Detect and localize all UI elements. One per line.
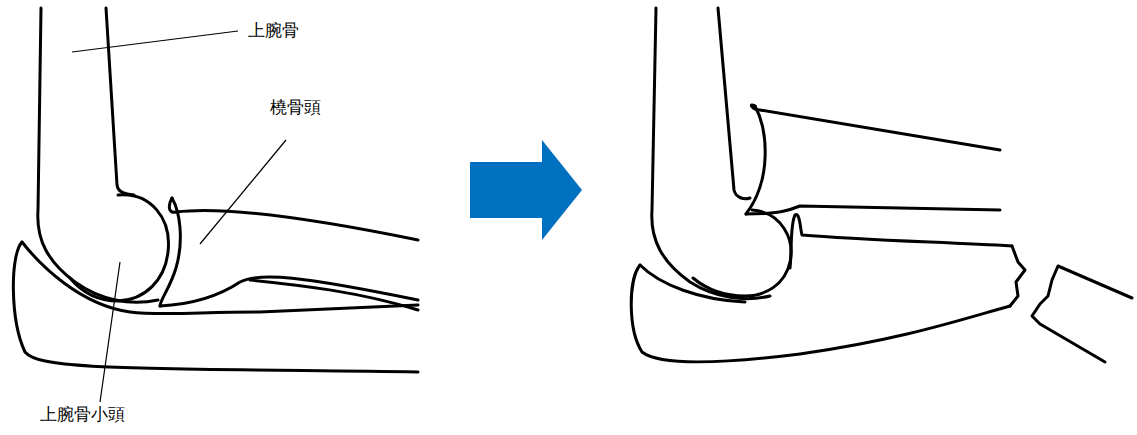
part-label: 橈骨頭 [270,97,321,117]
block-arrow [470,140,582,240]
humerus-shaft-edge [106,8,134,195]
distal-fragment [1032,266,1132,362]
leader-line [200,140,286,244]
radius-bottom-edge [250,280,418,310]
part-label: 上腕骨小頭 [40,404,125,424]
ulna-top-edge [22,242,418,314]
normal-elbow [13,8,418,402]
fracture-line [1010,246,1025,306]
humerus-outline [652,8,770,299]
leader-line [100,262,120,402]
part-label: 上腕骨 [248,20,299,40]
ulna-outline [631,265,1010,362]
coronoid-process [790,215,1012,268]
radius-bottom-edge [746,206,1000,214]
radial-head [160,198,180,306]
capitulum-outline [70,195,168,301]
radius-top-edge [169,198,418,240]
radius-bottom-edge [160,277,418,306]
humerus-shaft-edge [718,8,750,199]
radius-top-edge [751,105,1000,150]
radial-head [746,106,765,214]
ulna-outline [13,242,418,372]
dislocated-elbow [631,8,1132,362]
olecranon-edge [640,265,745,302]
humerus-outline [38,8,158,302]
leader-line [72,31,238,52]
capitulum-outline [693,210,791,296]
